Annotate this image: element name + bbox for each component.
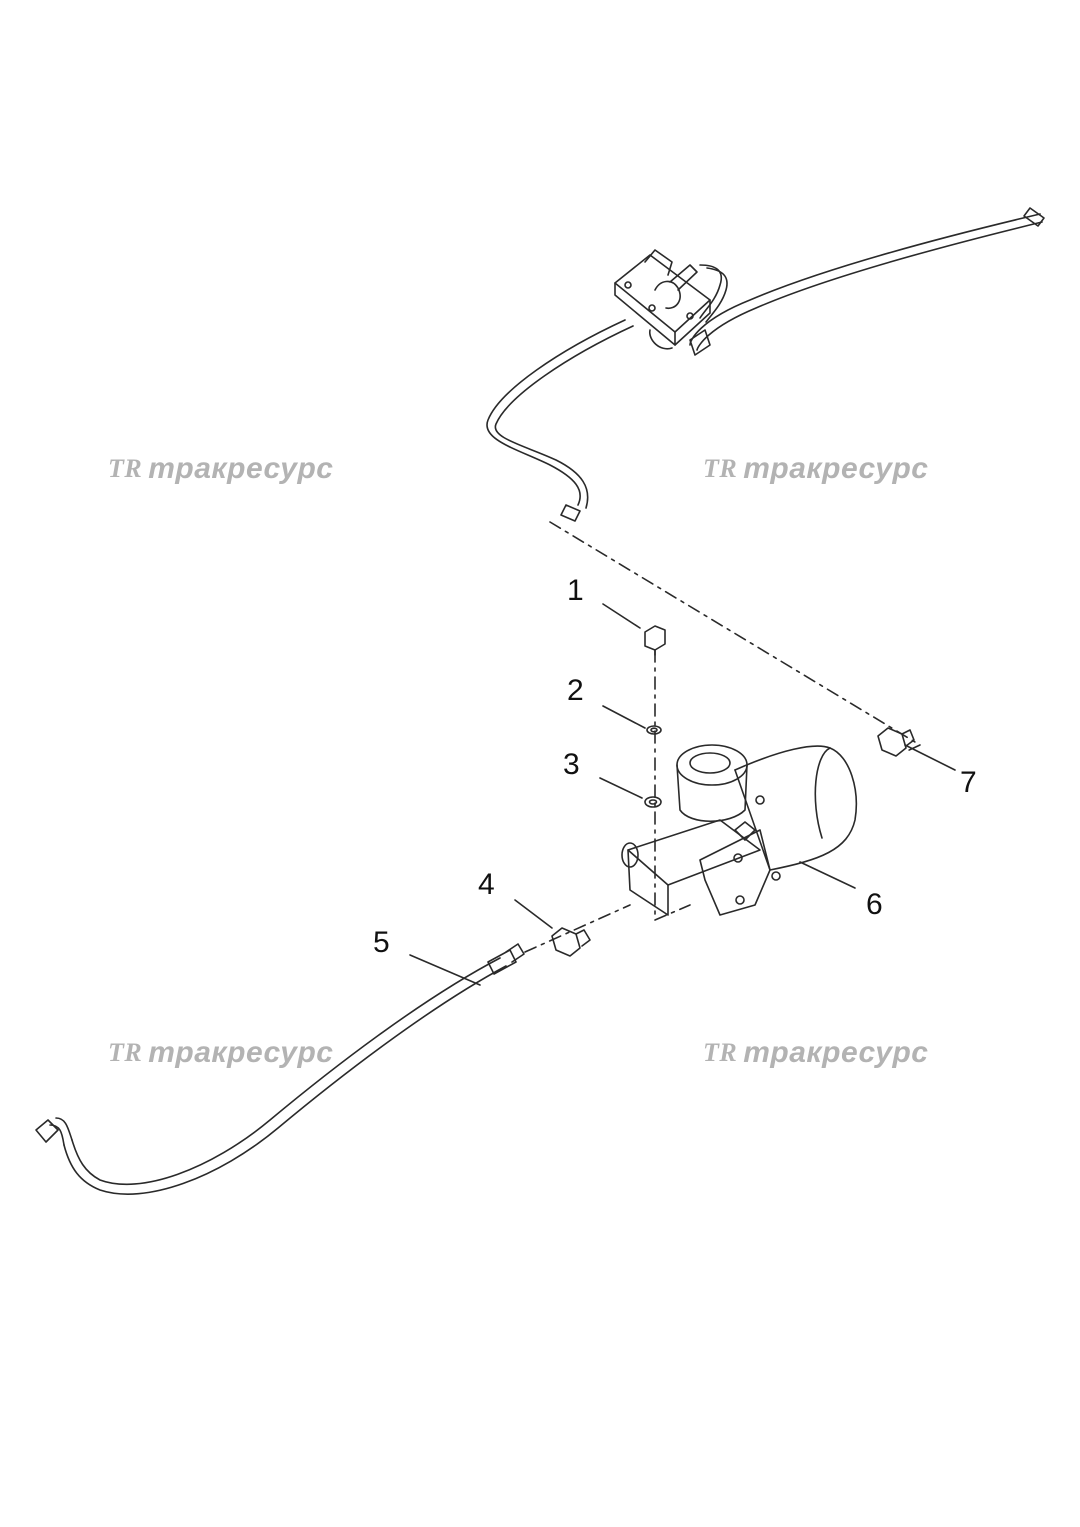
watermark-text: тракресурс [148, 452, 334, 485]
callout-label-7: 7 [960, 766, 977, 799]
watermark-logo: TR [703, 1038, 738, 1067]
watermark: TR тракресурс [703, 1036, 928, 1070]
callout-label-4: 4 [478, 868, 495, 901]
part-bolt [644, 625, 666, 656]
callout-leaders [409, 603, 956, 986]
part-washer-large [644, 796, 662, 808]
part-fitting-left [551, 927, 591, 957]
part-washer-small [646, 725, 662, 735]
callout-label-1: 1 [567, 574, 584, 607]
leader-lines [524, 521, 921, 953]
callout-label-6: 6 [866, 888, 883, 921]
callout-label-3: 3 [563, 748, 580, 781]
callout-label-5: 5 [373, 926, 390, 959]
watermark: TR тракресурс [108, 1036, 333, 1070]
watermark: TR тракресурс [703, 452, 928, 486]
watermark-text: тракресурс [743, 452, 929, 485]
watermark-text: тракресурс [148, 1036, 334, 1069]
watermark-logo: TR [108, 1038, 143, 1067]
watermark-logo: TR [703, 454, 738, 483]
valve-assembly [614, 249, 711, 356]
callout-label-2: 2 [567, 674, 584, 707]
part-lower-hose [35, 943, 525, 1195]
part-fitting-right [877, 727, 915, 757]
part-servo-unit [621, 744, 858, 916]
watermark-logo: TR [108, 454, 143, 483]
watermark-text: тракресурс [743, 1036, 929, 1069]
watermark: TR тракресурс [108, 452, 333, 486]
